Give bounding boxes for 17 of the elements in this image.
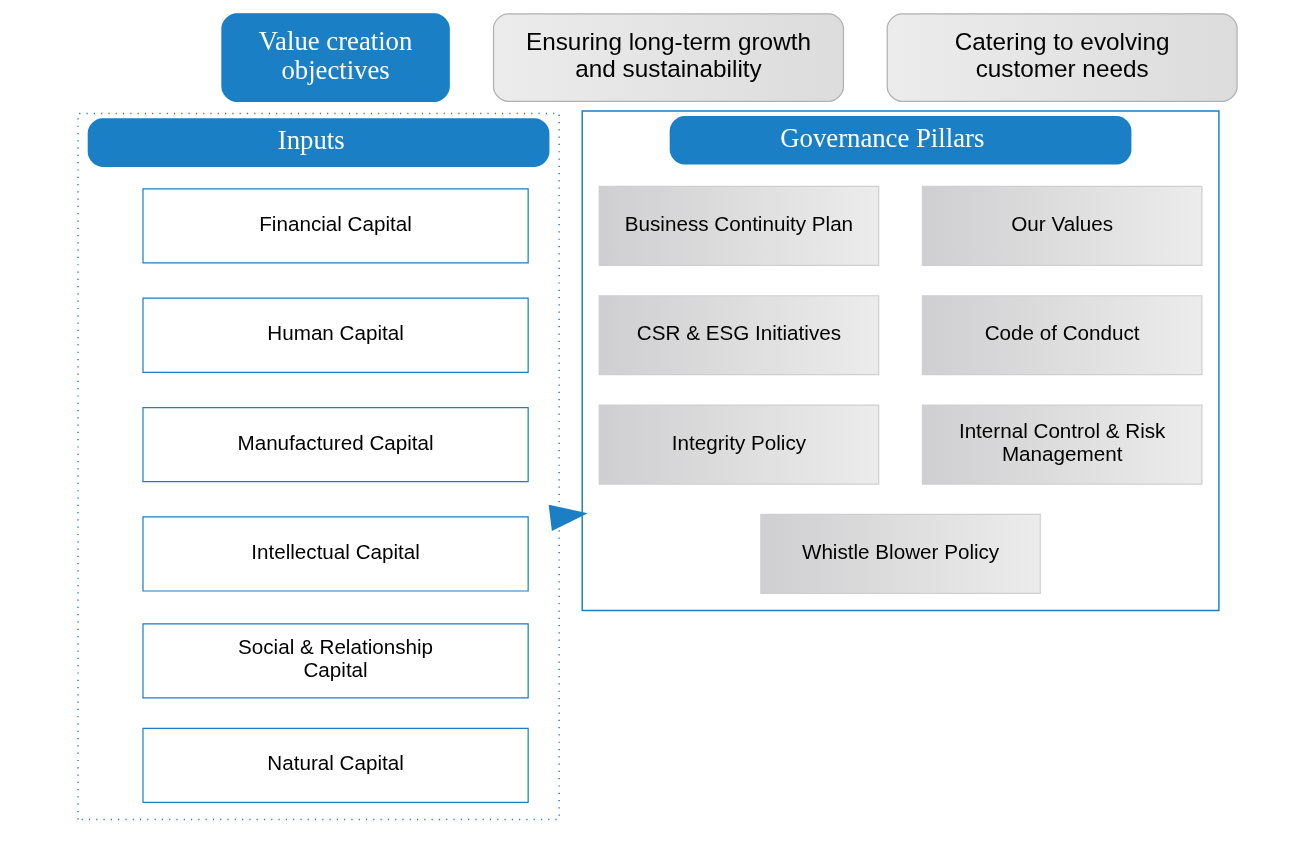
node-box: Catering to evolving customer needs (886, 12, 1238, 102)
arrow (548, 504, 588, 531)
node-box: Value creation objectives (221, 12, 450, 102)
node-box: Social & Relationship Capital (142, 622, 529, 699)
node-box: Business Continuity Plan (598, 185, 880, 266)
node-box: CSR & ESG Initiatives (598, 294, 880, 375)
node-box: Code of Conduct (921, 294, 1203, 375)
node-box: Integrity Policy (598, 404, 880, 485)
node-box: Manufactured Capital (142, 406, 529, 482)
node-box: Natural Capital (142, 727, 529, 803)
node-box: Internal Control & Risk Management (921, 404, 1203, 485)
node-box: Intellectual Capital (142, 515, 529, 592)
node-box: Our Values (921, 185, 1203, 266)
node-box: Human Capital (142, 297, 529, 373)
node-box: Ensuring long-term growth and sustainability (492, 12, 845, 102)
node-box: Financial Capital (142, 187, 529, 264)
node-box: Whistle Blower Policy (760, 513, 1041, 594)
